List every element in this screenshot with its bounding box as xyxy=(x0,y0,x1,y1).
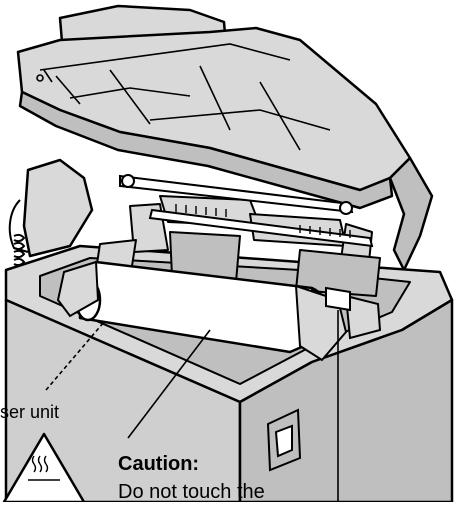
part-label: ser unit xyxy=(0,402,59,422)
open-top-cover xyxy=(16,4,434,272)
caution-text: Do not touch the xyxy=(118,481,265,502)
roller-ticks xyxy=(175,204,351,238)
caution-heading: Caution: xyxy=(118,453,199,475)
leader-lines xyxy=(45,310,339,502)
small-white-part xyxy=(325,286,351,312)
handset-cradle xyxy=(22,158,94,258)
rollers xyxy=(119,174,374,248)
side-latch xyxy=(266,408,302,472)
cover-detail-lines xyxy=(36,43,331,151)
caution-leader xyxy=(127,329,211,439)
interior-mechanism xyxy=(95,195,381,297)
part-leader-dashed xyxy=(45,321,105,391)
